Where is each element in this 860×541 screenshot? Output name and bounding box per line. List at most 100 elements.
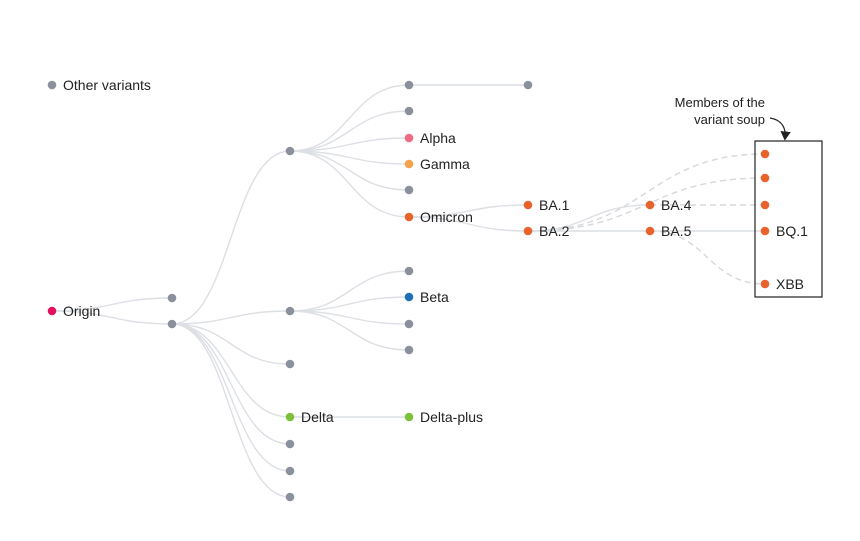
node-label-ba4: BA.4: [661, 197, 692, 213]
node-label-deltaplus: Delta-plus: [420, 409, 483, 425]
node-c5: [404, 185, 414, 195]
node-s3: [760, 200, 770, 210]
node-label-gamma: Gamma: [420, 156, 470, 172]
edge-a2-delta: [171, 323, 291, 418]
node-d3: [404, 319, 414, 329]
node-xbb: XBB: [760, 276, 804, 292]
node-b1: [285, 146, 295, 156]
edge-omicron-ba1: [408, 204, 529, 218]
node-alpha: Alpha: [404, 130, 456, 146]
node-b2: [285, 306, 295, 316]
edge-b2-d4: [289, 310, 410, 351]
edge-a2-b2: [171, 310, 291, 325]
node-dot-c2: [404, 106, 414, 116]
node-dot-d4: [404, 345, 414, 355]
node-omicron: Omicron: [404, 209, 473, 225]
node-dot-deltaplus: [404, 412, 414, 422]
node-ba1: BA.1: [523, 197, 570, 213]
node-dot-gamma: [404, 159, 414, 169]
edge-a2-b7: [171, 323, 291, 498]
node-gamma: Gamma: [404, 156, 470, 172]
edge-b2-beta: [289, 296, 410, 312]
node-dot-ba1: [523, 200, 533, 210]
node-s2: [760, 173, 770, 183]
edge-omicron-ba2: [408, 216, 529, 232]
annotation-line-2: variant soup: [694, 112, 765, 127]
node-dot-xbb: [760, 279, 770, 289]
node-s1: [760, 149, 770, 159]
node-dot-omicron: [404, 212, 414, 222]
node-label-delta: Delta: [301, 409, 334, 425]
node-b3: [285, 359, 295, 369]
edge-ba2-ba4: [527, 204, 651, 232]
node-dot-ba5: [645, 226, 655, 236]
edge-b1-omicron: [289, 150, 410, 218]
node-c2: [404, 106, 414, 116]
node-dot-b2: [285, 306, 295, 316]
edge-a2-b1: [171, 150, 291, 325]
node-label-ba5: BA.5: [661, 223, 692, 239]
edge-b2-d3: [289, 310, 410, 325]
node-dot-ba4: [645, 200, 655, 210]
node-ba4: BA.4: [645, 197, 692, 213]
edge-a2-b6: [171, 323, 291, 472]
node-dot-e1: [523, 80, 533, 90]
node-label-xbb: XBB: [776, 276, 804, 292]
node-dot-b7: [285, 492, 295, 502]
edge-b1-c2: [289, 110, 410, 152]
node-d1: [404, 266, 414, 276]
node-dot-s1: [760, 149, 770, 159]
node-other: Other variants: [47, 77, 151, 93]
node-label-other: Other variants: [63, 77, 151, 93]
node-dot-alpha: [404, 133, 414, 143]
node-a2: [167, 319, 177, 329]
node-label-beta: Beta: [420, 289, 449, 305]
node-ba2: BA.2: [523, 223, 570, 239]
edge-a2-b5: [171, 323, 291, 445]
edge-b1-alpha: [289, 137, 410, 152]
node-beta: Beta: [404, 289, 449, 305]
node-label-ba2: BA.2: [539, 223, 570, 239]
node-dot-a1: [167, 293, 177, 303]
node-dot-b1: [285, 146, 295, 156]
node-dot-b3: [285, 359, 295, 369]
dashed-edge-ba5-xbb: [649, 230, 766, 285]
variant-soup-box: [754, 140, 823, 298]
node-dot-bq1: [760, 226, 770, 236]
edge-origin-a1: [51, 297, 173, 312]
node-dot-b6: [285, 466, 295, 476]
node-b5: [285, 439, 295, 449]
node-e1: [523, 80, 533, 90]
node-dot-d3: [404, 319, 414, 329]
node-bq1: BQ.1: [760, 223, 808, 239]
node-ba5: BA.5: [645, 223, 692, 239]
node-dot-b5: [285, 439, 295, 449]
node-dot-origin: [47, 306, 57, 316]
node-dot-ba2: [523, 226, 533, 236]
node-label-ba1: BA.1: [539, 197, 570, 213]
dashed-edges-layer: [527, 153, 766, 285]
node-origin: Origin: [47, 303, 100, 319]
edge-b1-gamma: [289, 150, 410, 165]
node-d4: [404, 345, 414, 355]
node-label-origin: Origin: [63, 303, 100, 319]
node-dot-delta: [285, 412, 295, 422]
node-label-alpha: Alpha: [420, 130, 456, 146]
annotation-line-1: Members of the: [675, 95, 765, 110]
node-b6: [285, 466, 295, 476]
node-dot-s3: [760, 200, 770, 210]
edge-b1-c5: [289, 150, 410, 191]
node-deltaplus: Delta-plus: [404, 409, 483, 425]
node-dot-c5: [404, 185, 414, 195]
node-dot-other: [47, 80, 57, 90]
node-delta: Delta: [285, 409, 334, 425]
node-a1: [167, 293, 177, 303]
edges-layer: [51, 84, 765, 498]
edge-a2-b3: [171, 323, 291, 365]
node-b7: [285, 492, 295, 502]
annotation-arrow: [769, 117, 791, 141]
edge-origin-a2: [51, 310, 173, 325]
